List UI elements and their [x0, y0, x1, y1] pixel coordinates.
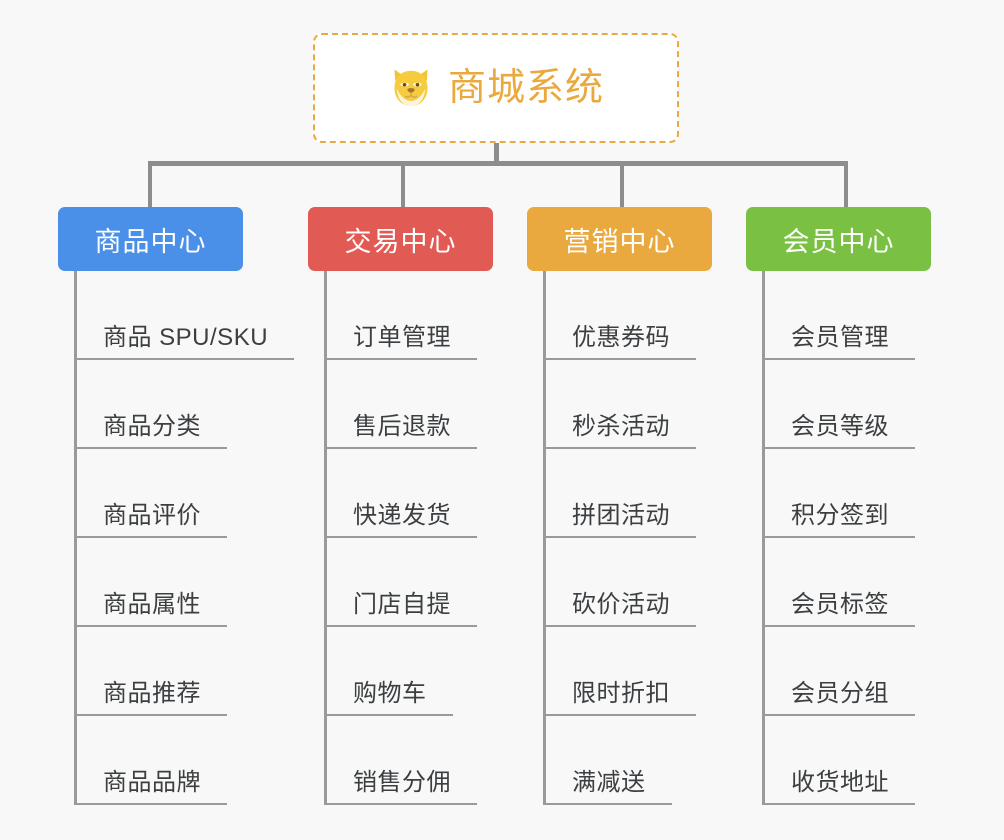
list-item[interactable]: 商品属性: [74, 538, 308, 627]
branch-header-trade-center[interactable]: 交易中心: [308, 207, 493, 271]
list-item-label: 订单管理: [353, 324, 451, 351]
list-item[interactable]: 满减送: [543, 716, 757, 805]
list-item[interactable]: 门店自提: [324, 538, 558, 627]
list-item-label: 满减送: [572, 769, 646, 796]
list-item[interactable]: 商品 SPU/SKU: [74, 271, 308, 360]
list-item[interactable]: 拼团活动: [543, 449, 757, 538]
branch-items-trade-center: 订单管理 售后退款 快递发货 门店自提 购物车 销售分佣: [324, 271, 558, 805]
list-item-label: 收货地址: [791, 769, 889, 796]
list-item-label: 门店自提: [353, 591, 451, 618]
list-item[interactable]: 订单管理: [324, 271, 558, 360]
list-item-label: 会员管理: [791, 324, 889, 351]
list-item-label: 售后退款: [353, 413, 451, 440]
list-item-label: 会员分组: [791, 680, 889, 707]
connector-root-stem: [494, 143, 499, 165]
connector-drop-2: [401, 161, 405, 209]
list-item-label: 商品推荐: [103, 680, 201, 707]
list-item[interactable]: 销售分佣: [324, 716, 558, 805]
list-item[interactable]: 会员标签: [762, 538, 976, 627]
connector-horizontal-bus: [148, 161, 848, 166]
list-item-label: 会员标签: [791, 591, 889, 618]
list-item-label: 销售分佣: [353, 769, 451, 796]
list-item[interactable]: 商品分类: [74, 360, 308, 449]
branch-marketing-center: 营销中心 优惠券码 秒杀活动 拼团活动 砍价活动 限时折扣 满减送: [527, 207, 757, 805]
branch-header-member-center[interactable]: 会员中心: [746, 207, 931, 271]
list-item-label: 积分签到: [791, 502, 889, 529]
list-item-label: 拼团活动: [572, 502, 670, 529]
branch-header-marketing-center[interactable]: 营销中心: [527, 207, 712, 271]
list-item-label: 商品 SPU/SKU: [103, 324, 269, 351]
list-item-label: 优惠券码: [572, 324, 670, 351]
list-item[interactable]: 会员管理: [762, 271, 976, 360]
branch-header-product-center[interactable]: 商品中心: [58, 207, 243, 271]
connector-drop-1: [148, 161, 152, 209]
branch-header-label: 交易中心: [344, 226, 457, 257]
list-item[interactable]: 会员分组: [762, 627, 976, 716]
list-item[interactable]: 会员等级: [762, 360, 976, 449]
branch-header-label: 商品中心: [94, 226, 207, 257]
list-item-label: 限时折扣: [572, 680, 670, 707]
list-item[interactable]: 商品评价: [74, 449, 308, 538]
list-item[interactable]: 秒杀活动: [543, 360, 757, 449]
list-item-label: 商品分类: [103, 413, 201, 440]
list-item[interactable]: 收货地址: [762, 716, 976, 805]
root-node[interactable]: 商城系统: [313, 33, 679, 143]
branch-items-marketing-center: 优惠券码 秒杀活动 拼团活动 砍价活动 限时折扣 满减送: [543, 271, 757, 805]
root-title: 商城系统: [447, 67, 604, 109]
list-item-label: 购物车: [353, 680, 427, 707]
list-item-label: 砍价活动: [572, 591, 670, 618]
list-item-label: 秒杀活动: [572, 413, 670, 440]
list-item[interactable]: 售后退款: [324, 360, 558, 449]
list-item[interactable]: 快递发货: [324, 449, 558, 538]
list-item[interactable]: 限时折扣: [543, 627, 757, 716]
branch-items-member-center: 会员管理 会员等级 积分签到 会员标签 会员分组 收货地址: [762, 271, 976, 805]
list-item[interactable]: 商品推荐: [74, 627, 308, 716]
branch-trade-center: 交易中心 订单管理 售后退款 快递发货 门店自提 购物车 销售分佣: [308, 207, 558, 805]
list-item[interactable]: 商品品牌: [74, 716, 308, 805]
shiba-dog-icon: [394, 69, 428, 106]
list-item[interactable]: 砍价活动: [543, 538, 757, 627]
list-item[interactable]: 积分签到: [762, 449, 976, 538]
list-item-label: 快递发货: [353, 502, 451, 529]
connector-drop-3: [620, 161, 624, 209]
branch-member-center: 会员中心 会员管理 会员等级 积分签到 会员标签 会员分组 收货地址: [746, 207, 976, 805]
list-item-label: 商品评价: [103, 502, 201, 529]
list-item[interactable]: 购物车: [324, 627, 558, 716]
branch-items-product-center: 商品 SPU/SKU 商品分类 商品评价 商品属性 商品推荐 商品品牌: [74, 271, 308, 805]
list-item-label: 会员等级: [791, 413, 889, 440]
list-item-label: 商品属性: [103, 591, 201, 618]
list-item-label: 商品品牌: [103, 769, 201, 796]
connector-drop-4: [844, 161, 848, 209]
branch-product-center: 商品中心 商品 SPU/SKU 商品分类 商品评价 商品属性 商品推荐 商品品牌: [58, 207, 308, 805]
branch-header-label: 营销中心: [563, 226, 676, 257]
list-item[interactable]: 优惠券码: [543, 271, 757, 360]
branch-header-label: 会员中心: [782, 226, 895, 257]
